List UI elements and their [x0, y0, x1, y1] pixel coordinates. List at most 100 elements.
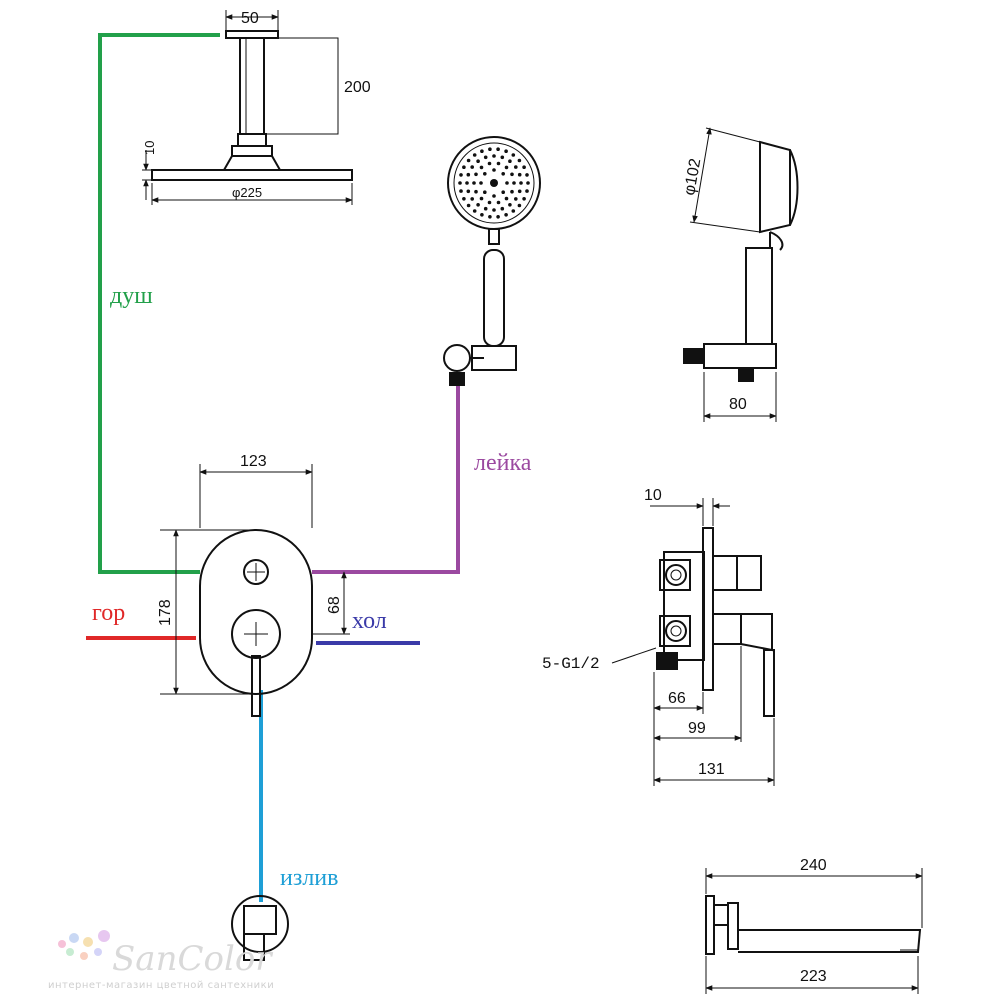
- nozzle-dot: [492, 154, 496, 158]
- nozzle-dot: [458, 181, 462, 185]
- nozzle-dot: [472, 181, 476, 185]
- dim-head-diameter: φ225: [232, 185, 262, 200]
- nozzle-dot: [508, 203, 512, 207]
- nozzle-dot: [492, 208, 496, 212]
- dim-holder-depth: 80: [729, 396, 747, 413]
- nozzle-dot: [525, 173, 529, 177]
- spout-side-drawing: 240 223: [705, 857, 923, 994]
- nozzle-dot: [480, 149, 484, 153]
- nozzle-dot: [474, 189, 478, 194]
- nozzle-dot: [517, 172, 522, 177]
- dim-depth-99: 99: [688, 720, 706, 737]
- nozzle-center: [490, 179, 498, 187]
- nozzle-dot: [459, 173, 463, 177]
- dim-axis-distance: 68: [326, 596, 343, 614]
- nozzle-dot: [483, 172, 487, 176]
- label-handshower: лейка: [474, 450, 532, 476]
- handshower-pipe-line: [312, 386, 460, 574]
- nozzle-dot: [514, 165, 518, 169]
- dim-depth-66: 66: [668, 690, 686, 707]
- nozzle-dot: [483, 190, 487, 194]
- nozzle-dot: [504, 165, 509, 170]
- dim-spout-total: 240: [800, 857, 827, 874]
- nozzle-pattern: [458, 147, 530, 219]
- nozzle-dot: [479, 196, 484, 201]
- watermark-tagline: интернет-магазин цветной сантехники: [48, 980, 274, 991]
- nozzle-dot: [470, 165, 475, 169]
- watermark-logo: SanColor интернет-магазин цветной сантех…: [48, 930, 274, 991]
- nozzle-dot: [496, 215, 500, 219]
- nozzle-dot: [462, 197, 466, 201]
- nozzle-dot: [519, 181, 523, 185]
- nozzle-dot: [510, 189, 514, 194]
- dim-head-thickness: 10: [142, 141, 157, 155]
- nozzle-dot: [512, 181, 516, 185]
- nozzle-dot: [508, 159, 512, 163]
- nozzle-dot: [488, 147, 492, 151]
- nozzle-dot: [504, 196, 509, 201]
- nozzle-dot: [525, 189, 529, 193]
- nozzle-dot: [514, 197, 518, 201]
- label-shower: душ: [110, 283, 153, 309]
- nozzle-dot: [500, 206, 505, 211]
- nozzle-dot: [472, 209, 477, 213]
- nozzle-dot: [472, 153, 477, 157]
- nozzle-dot: [504, 213, 508, 217]
- nozzle-dot: [501, 172, 506, 176]
- nozzle-dot: [466, 203, 471, 208]
- nozzle-dot: [483, 155, 488, 160]
- nozzle-dot: [466, 172, 471, 177]
- nozzle-dot: [522, 165, 526, 169]
- nozzle-dot: [526, 181, 530, 185]
- nozzle-dot: [511, 153, 516, 157]
- nozzle-dot: [459, 189, 463, 193]
- overhead-shower-drawing: 50 200 10 φ225: [142, 10, 371, 205]
- nozzle-dot: [470, 197, 475, 201]
- nozzle-dot: [517, 158, 522, 163]
- nozzle-dot: [487, 161, 492, 166]
- hand-shower-front-drawing: [443, 136, 541, 386]
- nozzle-dot: [476, 159, 480, 163]
- nozzle-dot: [496, 161, 501, 166]
- nozzle-dot: [480, 213, 484, 217]
- nozzle-dot: [501, 190, 506, 194]
- dim-connection: 5-G1/2: [542, 655, 600, 673]
- nozzle-dot: [511, 209, 516, 213]
- dim-plate-width: 123: [240, 453, 267, 470]
- nozzle-dot: [488, 215, 492, 219]
- hand-shower-side-drawing: φ102 80: [681, 127, 799, 422]
- spout-front-drawing: [231, 895, 289, 961]
- shower-pipe-line: [98, 33, 220, 574]
- label-spout: излив: [280, 865, 338, 891]
- nozzle-dot: [492, 194, 496, 198]
- nozzle-dot: [487, 200, 492, 205]
- nozzle-dot: [479, 181, 483, 185]
- nozzle-dot: [517, 203, 522, 208]
- nozzle-dot: [476, 203, 480, 207]
- nozzle-dot: [492, 168, 496, 172]
- nozzle-dot: [466, 189, 471, 194]
- nozzle-dot: [496, 200, 501, 205]
- dim-hand-diameter: φ102: [681, 157, 704, 197]
- mixer-front-drawing: 123 178 68: [157, 453, 350, 717]
- nozzle-dot: [479, 165, 484, 170]
- watermark-brand: SanColor: [112, 939, 273, 979]
- dim-plate-height: 178: [157, 599, 174, 626]
- nozzle-dot: [462, 165, 466, 169]
- dim-spout-reach: 223: [800, 968, 827, 985]
- dim-arm-length: 200: [344, 79, 371, 96]
- nozzle-dot: [496, 147, 500, 151]
- dim-depth-131: 131: [698, 761, 725, 778]
- nozzle-dot: [510, 172, 514, 177]
- nozzle-dot: [505, 181, 509, 185]
- dim-plate-thickness: 10: [644, 487, 662, 504]
- nozzle-dot: [522, 197, 526, 201]
- nozzle-dot: [517, 189, 522, 194]
- label-hot: гор: [92, 600, 125, 626]
- nozzle-dot: [465, 181, 469, 185]
- dim-arm-width: 50: [241, 10, 259, 27]
- nozzle-dot: [474, 172, 478, 177]
- mixer-side-drawing: 10 5-G1/2 66 99 131: [542, 487, 775, 786]
- nozzle-dot: [466, 158, 471, 163]
